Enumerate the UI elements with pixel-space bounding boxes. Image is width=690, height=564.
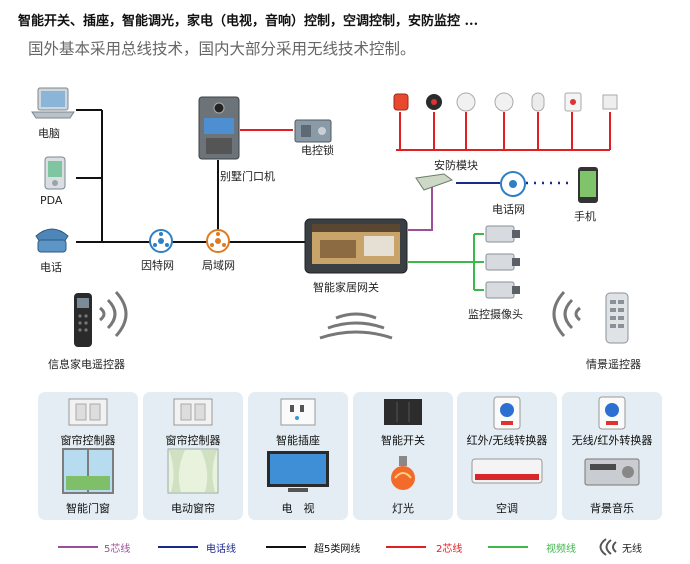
curtain-controller-icon [173,398,213,426]
gateway-label: 智能家居网关 [313,281,379,294]
video-lines [408,233,484,291]
pda-icon [42,156,68,190]
legend-line-5core [58,546,98,548]
security-sensors [390,90,620,112]
window-icon [62,448,114,494]
phone-network-label: 电话网 [492,203,525,216]
camera-icons [484,222,522,302]
five-wire-line [408,185,433,231]
air-conditioner-icon [471,458,543,484]
panel-ir-converter: 红外/无线转换器 空调 [457,392,557,520]
panel-bottom-label: 电 视 [281,502,315,515]
two-wire-lines [240,112,611,151]
curtain-icon [167,448,219,494]
panel-bottom-label: 灯光 [392,502,414,515]
legend-line-video [488,546,528,548]
lan-node-icon [206,229,230,253]
panel-top-label: 窗帘控制器 [60,434,116,447]
touch-switch-icon [384,399,422,425]
socket-icon [280,398,316,426]
panel-top-label: 无线/红外转换器 [571,434,653,447]
internet-label: 因特网 [141,259,174,272]
panel-top-label: 智能开关 [381,434,425,447]
panel-bottom-label: 背景音乐 [590,502,634,515]
music-player-icon [584,458,640,486]
scene-remote-label: 情景遥控器 [586,358,641,371]
info-remote-icon [72,292,94,348]
lock-label: 电控锁 [301,144,334,157]
phone-network-icon [500,171,526,197]
security-module-icon [414,172,454,192]
telephone-label: 电话 [40,261,62,274]
legend-line-2core [386,546,426,548]
legend-label: 2芯线 [436,544,463,555]
panel-bottom-label: 电动窗帘 [171,502,215,515]
legend-line-phone [158,546,198,548]
gateway-tablet-icon [304,218,408,274]
legend-label: 电话线 [206,544,236,555]
legend-line-cat5 [266,546,306,548]
wireless-waves [99,290,581,340]
info-remote-label: 信息家电遥控器 [48,358,125,371]
ir-converter-icon [598,396,626,430]
scene-remote-icon [604,292,630,344]
tv-icon [267,451,329,492]
panel-bottom-label: 智能门窗 [66,502,110,515]
panel-bottom-label: 空调 [496,502,518,515]
panel-smart-switch: 智能开关 灯光 [353,392,453,520]
header-features: 智能开关、插座，智能调光，家电（电视，音响）控制，空调控制，安防监控 ... [18,14,479,29]
door-terminal-icon [198,96,240,160]
panel-top-label: 窗帘控制器 [165,434,221,447]
wireless-icon [599,538,617,556]
lock-icon [293,116,333,144]
cameras-label: 监控摄像头 [468,308,523,321]
pda-label: PDA [40,194,63,207]
internet-node-icon [149,229,173,253]
panel-smart-window: 窗帘控制器 智能门窗 [38,392,138,520]
mobile-label: 手机 [574,210,596,223]
panel-curtain: 窗帘控制器 电动窗帘 [143,392,243,520]
legend-label: 视频线 [546,544,576,555]
legend-label: 无线 [622,544,642,555]
curtain-controller-icon [68,398,108,426]
ir-converter-icon [493,396,521,430]
light-icon [391,456,415,490]
lan-label: 局域网 [202,259,235,272]
door-terminal-label: 别墅门口机 [220,170,275,183]
header-note: 国外基本采用总线技术，国内大部分采用无线技术控制。 [28,40,416,58]
laptop-icon [30,86,76,120]
panel-top-label: 智能插座 [276,434,320,447]
telephone-icon [30,222,74,254]
panel-wireless-converter: 无线/红外转换器 背景音乐 [562,392,662,520]
legend-label: 5芯线 [104,544,131,555]
mobile-phone-icon [576,166,600,204]
security-module-label: 安防模块 [434,159,478,172]
network-cable-lines [76,109,320,243]
panel-top-label: 红外/无线转换器 [466,434,548,447]
panel-smart-socket: 智能插座 电 视 [248,392,348,520]
computer-label: 电脑 [38,127,60,140]
legend-label: 超5类网线 [314,544,361,555]
